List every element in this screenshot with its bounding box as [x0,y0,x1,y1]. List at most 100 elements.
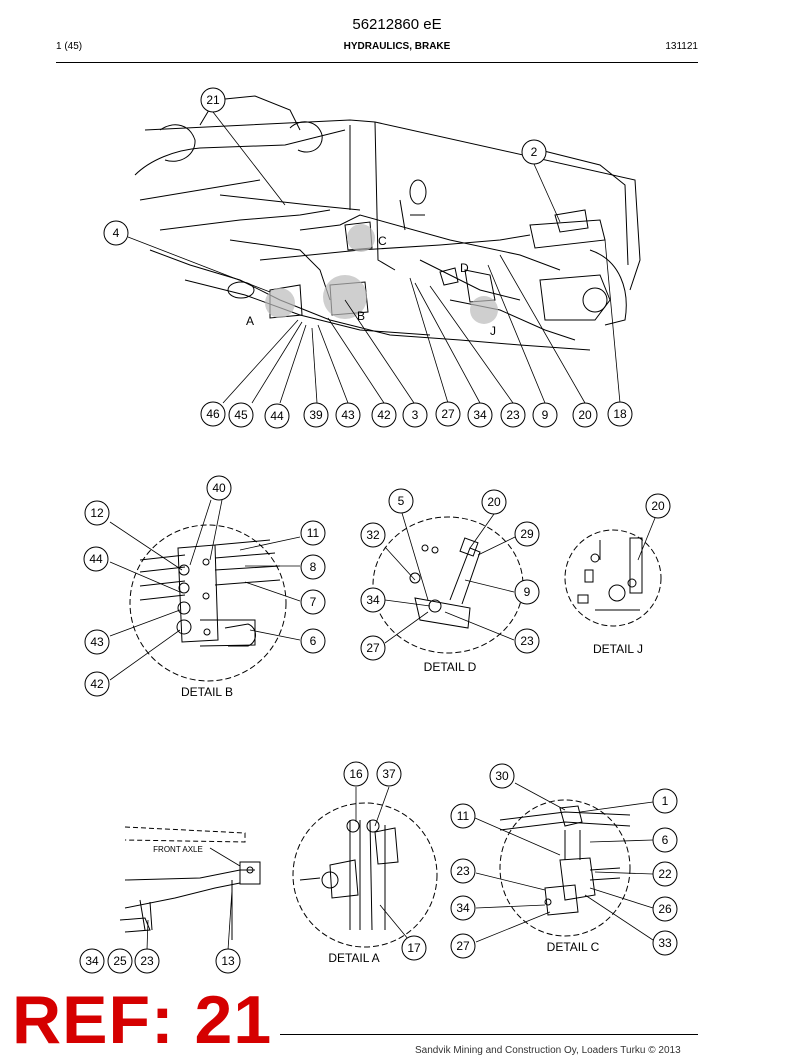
svg-text:20: 20 [651,499,665,513]
callout: 25 [107,948,133,974]
callout: 11 [450,803,476,829]
callout: 20 [645,493,671,519]
callout: 20 [481,489,507,515]
detail-highlights [265,224,498,324]
detail-b-leaders [109,499,301,681]
callout: 33 [652,930,678,956]
svg-text:40: 40 [212,481,226,495]
svg-text:27: 27 [441,407,455,421]
svg-text:37: 37 [382,767,396,781]
header-rule [56,62,698,63]
callout: 27 [360,635,386,661]
svg-text:22: 22 [658,867,672,881]
callout: 2 [521,139,547,165]
svg-text:9: 9 [524,585,531,599]
svg-text:45: 45 [234,408,248,422]
detail-letter-j: J [490,324,496,338]
footer-rule [280,1034,698,1035]
detail-j-leaders [637,517,656,561]
svg-text:34: 34 [85,954,99,968]
callout: 18 [607,401,633,427]
callout: 32 [360,522,386,548]
callout: 34 [79,948,105,974]
callout: 37 [376,761,402,787]
svg-text:43: 43 [341,408,355,422]
callout: 21 [200,87,226,113]
callout: 34 [467,402,493,428]
svg-text:44: 44 [89,552,103,566]
document-code: 131121 [665,41,698,52]
svg-text:23: 23 [456,864,470,878]
svg-text:43: 43 [90,635,104,649]
detail-d-drawing [372,516,524,654]
callout: 7 [300,589,326,615]
svg-text:46: 46 [206,407,220,421]
callout: 6 [300,628,326,654]
svg-text:11: 11 [457,809,470,823]
detail-a-drawing [292,802,438,948]
footer-copyright: Sandvik Mining and Construction Oy, Load… [415,1045,681,1056]
callout: 34 [360,587,386,613]
main-assembly-drawing [134,95,641,351]
svg-text:34: 34 [366,593,380,607]
svg-text:33: 33 [658,936,672,950]
callout: 12 [84,500,110,526]
svg-text:7: 7 [310,595,317,609]
callout: 20 [572,402,598,428]
svg-text:8: 8 [310,560,317,574]
svg-text:9: 9 [542,408,549,422]
svg-text:39: 39 [309,408,323,422]
svg-text:23: 23 [506,408,520,422]
front-axle-leaders [146,847,241,951]
detail-letter-d: D [460,261,469,275]
callout: 45 [228,402,254,428]
callout: 5 [388,488,414,514]
svg-text:20: 20 [487,495,501,509]
detail-d-leaders [384,512,516,644]
detail-c-label: DETAIL C [547,940,600,954]
svg-text:20: 20 [578,408,592,422]
callout: 8 [300,554,326,580]
svg-text:32: 32 [366,528,380,542]
callout: 44 [83,546,109,572]
front-axle-drawing [119,826,261,940]
callout: 42 [371,402,397,428]
callout: 4 [103,220,129,246]
svg-text:27: 27 [456,939,470,953]
svg-text:26: 26 [658,902,672,916]
page-number: 1 (45) [56,41,83,52]
svg-text:16: 16 [349,767,363,781]
detail-b-label: DETAIL B [181,685,233,699]
svg-text:6: 6 [662,833,669,847]
detail-j-drawing [564,529,662,627]
svg-text:42: 42 [90,677,104,691]
svg-text:23: 23 [520,634,534,648]
svg-text:29: 29 [520,527,534,541]
callout: 11 [300,520,326,546]
svg-text:1: 1 [662,794,669,808]
detail-c-leaders [474,782,654,943]
detail-letter-c: C [378,234,387,248]
callout: 44 [264,403,290,429]
detail-j-label: DETAIL J [593,642,643,656]
callout: 6 [652,827,678,853]
ref-stamp: REF: 21 [12,982,273,1058]
callout: 43 [84,629,110,655]
svg-text:2: 2 [531,145,538,159]
callout: 30 [489,763,515,789]
svg-text:5: 5 [398,494,405,508]
svg-text:18: 18 [613,407,627,421]
callout: 23 [514,628,540,654]
callout: 3 [402,402,428,428]
svg-text:13: 13 [221,954,235,968]
callout: 9 [532,402,558,428]
callout: 27 [450,933,476,959]
callout: 16 [343,761,369,787]
svg-text:25: 25 [113,954,127,968]
svg-text:3: 3 [412,408,419,422]
svg-text:34: 34 [473,408,487,422]
callout: 1 [652,788,678,814]
svg-text:34: 34 [456,901,470,915]
callout: 26 [652,896,678,922]
